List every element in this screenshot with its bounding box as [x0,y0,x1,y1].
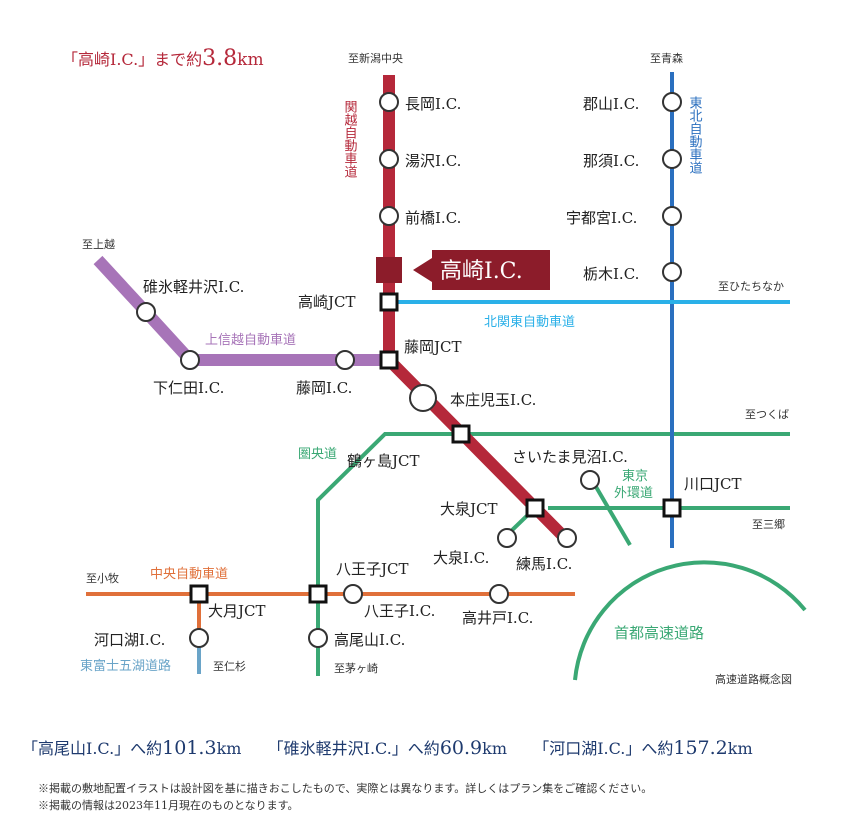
fujioka-jct-label: 藤岡JCT [404,338,462,356]
direction-misato: 至三郷 [752,517,785,531]
tsurugashima-jct-marker [451,424,471,444]
direction-hitachinaka: 至ひたちなか [718,280,784,293]
joshinetsu-expressway-line [93,255,389,366]
nagaoka-ic-marker [379,92,399,112]
oizumi-jct-label: 大泉JCT [440,500,498,518]
distance-list: 「高尾山I.C.」へ約101.3km 「碓氷軽井沢I.C.」へ約60.9km 「… [22,735,753,759]
takasaki-ic-callout-label: 高崎I.C. [440,259,523,284]
hachioji-ic-label: 八王子I.C. [364,602,435,620]
saitama-minuma-ic-label: さいたま見沼I.C. [512,448,628,466]
takasaki-jct-marker [379,292,399,312]
headline: 「高崎I.C.」まで約3.8km [62,46,264,71]
yuzawa-ic-marker [379,149,399,169]
distance-item: 「碓氷軽井沢I.C.」へ約60.9km [267,737,507,759]
kita-kanto-label: 北関東自動車道 [484,314,575,330]
distance-item: 「高尾山I.C.」へ約101.3km [22,737,242,759]
kawaguchiko-ic-label: 河口湖I.C. [94,631,165,649]
takaido-ic-marker [489,584,509,604]
hachioji-jct-label: 八王子JCT [336,560,409,578]
kenodo-label: 圏央道 [298,447,337,462]
shuto-expressway-ring [573,560,807,681]
shimonita-ic-label: 下仁田I.C. [153,379,224,397]
hachioji-ic-marker [343,584,363,604]
direction-joetsu: 至上越 [82,237,115,251]
oizumi-ic-marker [497,528,517,548]
koriyama-ic-marker [662,92,682,112]
tochigi-ic-label: 栃木I.C. [583,265,639,283]
utsunomiya-ic-label: 宇都宮I.C. [566,209,637,227]
note-line: ※掲載の敷地配置イラストは設計図を基に描きおこしたもので、実際とは異なります。詳… [38,782,653,795]
nerima-ic-label: 練馬I.C. [516,555,572,573]
map-caption: 高速道路概念図 [715,672,792,686]
kawaguchi-jct-label: 川口JCT [684,475,742,493]
nasu-ic-label: 那須I.C. [583,152,639,170]
koriyama-ic-label: 郡山I.C. [583,95,639,113]
honjo-ic-label: 本庄児玉I.C. [450,391,536,409]
maebashi-ic-label: 前橋I.C. [405,209,461,227]
direction-komaki: 至小牧 [86,571,119,585]
nerima-ic-marker [557,528,577,548]
shimonita-ic-marker [180,350,200,370]
takaido-ic-label: 高井戸I.C. [462,609,533,627]
takasaki-jct-label: 高崎JCT [298,293,356,311]
oizumi-jct-marker [525,498,545,518]
utsunomiya-ic-marker [662,206,682,226]
nasu-ic-marker [662,149,682,169]
distance-item: 「河口湖I.C.」へ約157.2km [533,737,753,759]
direction-niigata: 至新潟中央 [348,51,403,65]
kawaguchiko-ic-marker [189,628,209,648]
takasaki-ic-marker [376,257,402,283]
saitama-minuma-ic-marker [580,470,600,490]
fujioka-ic-marker [335,350,355,370]
fujigoko-label: 東富士五湖道路 [80,658,171,674]
joshinetsu-label: 上信越自動車道 [205,333,296,348]
direction-nirasaki: 至仁杉 [213,659,246,673]
gaikan-label-2: 外環道 [614,486,653,501]
usui-ic-marker [136,302,156,322]
note-line: ※掲載の情報は2023年11月現在のものとなります。 [38,799,299,812]
gaikan-line [590,478,632,547]
tohoku-label: 東北自動車道 [687,95,703,174]
oizumi-ic-label: 大泉I.C. [433,549,489,567]
fujioka-jct-marker [379,350,399,370]
direction-tsukuba: 至つくば [745,408,789,421]
tsurugashima-jct-label: 鶴ヶ島JCT [347,452,420,470]
direction-aomori: 至青森 [650,51,683,65]
yuzawa-ic-label: 湯沢I.C. [405,152,461,170]
honjo-ic-marker [409,384,437,412]
direction-chigasaki: 至茅ヶ崎 [334,661,378,675]
otsuki-jct-label: 大月JCT [208,602,266,620]
otsuki-jct-marker [189,584,209,604]
notes: ※掲載の敷地配置イラストは設計図を基に描きおこしたもので、実際とは異なります。詳… [38,780,652,814]
fujioka-ic-label: 藤岡I.C. [296,379,352,397]
shuto-label: 首都高速道路 [614,624,704,642]
usui-ic-label: 碓氷軽井沢I.C. [143,278,244,296]
takasaki-ic-callout [413,250,550,290]
kanetsu-label: 関越自動車道 [342,100,358,178]
takaosan-ic-label: 高尾山I.C. [334,631,405,649]
gaikan-label-1: 東京 [622,468,648,484]
hachioji-jct-marker [308,584,328,604]
kawaguchi-jct-marker [662,498,682,518]
tochigi-ic-marker [662,262,682,282]
takaosan-ic-marker [308,628,328,648]
maebashi-ic-marker [379,206,399,226]
chuo-label: 中央自動車道 [150,567,228,582]
nagaoka-ic-label: 長岡I.C. [405,95,461,113]
